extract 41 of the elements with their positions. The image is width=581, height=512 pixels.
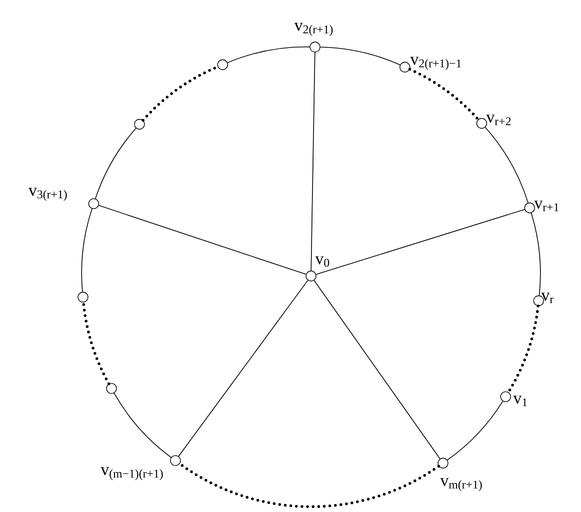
circle-arc (446, 400, 504, 460)
vertex: v$_{m(r+1)}$ (438, 458, 482, 492)
dotted-arc (507, 304, 540, 394)
node-label: v$_{3(r+1)}$ (28, 188, 67, 201)
node-label: v$_{m(r+1)}$ (440, 478, 482, 492)
vertex: v$_{r}$ (533, 292, 554, 306)
vertex: v$_{1}$ (500, 391, 527, 406)
vertex: v$_{0}$ (306, 256, 330, 282)
vertex: v$_{3(r+1)}$ (28, 188, 100, 210)
vertex (217, 59, 228, 70)
node-label: v$_{0}$ (315, 256, 330, 267)
vertex: v$_{2(r+1)−1}$ (400, 56, 461, 72)
dotted-arc (408, 68, 480, 121)
circle-arc (320, 46, 400, 66)
node-label: v$_{2(r+1)}$ (294, 22, 333, 36)
node-label: v$_{2(r+1)−1}$ (410, 56, 461, 70)
edge-line (178, 280, 308, 457)
vertex: v$_{(m−1)(r+1)}$ (100, 455, 181, 480)
node-label: v$_{r}$ (541, 292, 554, 304)
circle-arc (227, 46, 310, 64)
vertex (106, 383, 117, 394)
edge-line (98, 205, 306, 275)
edge-line (310, 52, 316, 272)
circle-arc (95, 128, 136, 200)
circle-arc (530, 212, 541, 296)
vertex (134, 118, 145, 130)
edge-line (314, 280, 440, 460)
edge-line (316, 209, 525, 275)
circle-arc (114, 392, 172, 458)
vertex: v$_{r+2}$ (476, 114, 511, 129)
dotted-arc (82, 301, 110, 386)
vertex: v$_{2(r+1)}$ (294, 22, 333, 52)
circle-arc (81, 208, 92, 292)
node-label: v$_{1}$ (513, 396, 527, 406)
node-label: v$_{(m−1)(r+1)}$ (100, 467, 163, 480)
dotted-arc (178, 462, 440, 508)
circle-arc (484, 126, 528, 204)
node-label: v$_{r+2}$ (486, 114, 511, 126)
node-label: v$_{r+1}$ (534, 200, 559, 212)
vertex (78, 292, 88, 302)
vertex: v$_{r+1}$ (524, 200, 559, 214)
